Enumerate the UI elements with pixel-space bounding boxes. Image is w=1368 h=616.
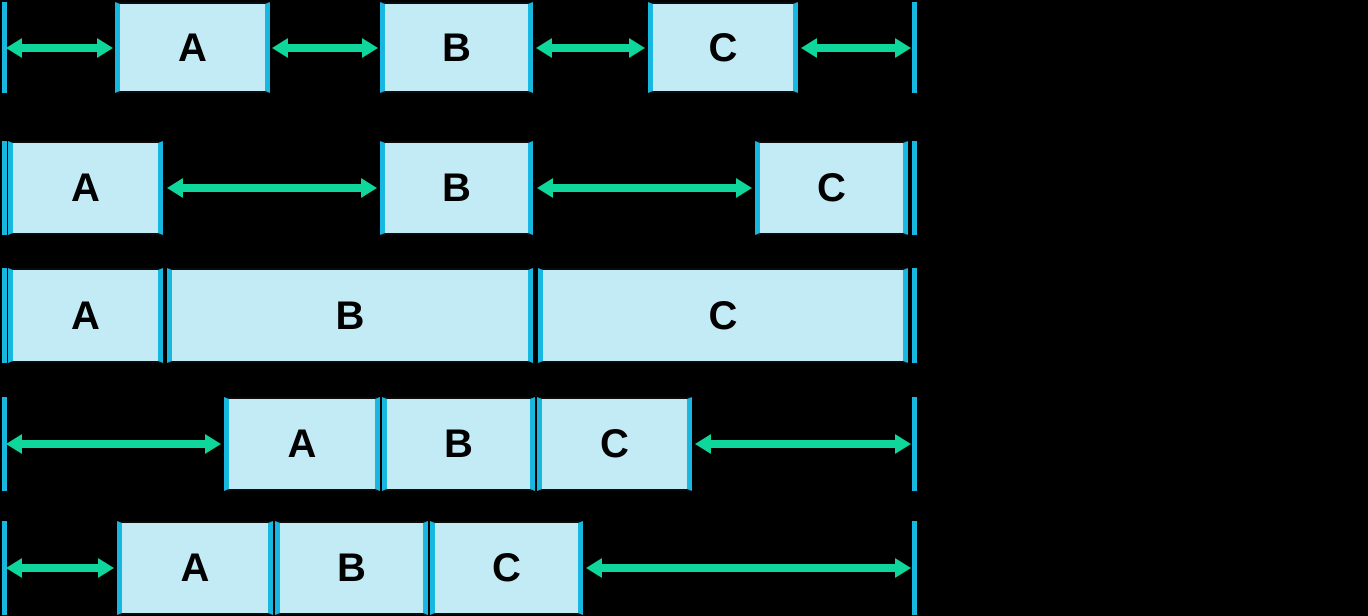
flex-item-label: C <box>708 293 738 338</box>
arrow-head-right-icon <box>895 37 911 58</box>
flex-item-box: B <box>275 521 428 615</box>
arrow-head-right-icon <box>895 558 911 578</box>
gap-arrow <box>6 434 221 454</box>
flex-item-label: B <box>442 166 471 210</box>
gap-arrow <box>536 37 645 58</box>
flex-item-box: A <box>8 268 163 363</box>
container-right-edge-bar <box>912 2 917 93</box>
flex-item-label: B <box>444 422 473 466</box>
arrow-head-right-icon <box>629 37 645 58</box>
flex-item-label: A <box>180 546 210 590</box>
flex-item-box: B <box>380 141 533 235</box>
arrow-head-right-icon <box>362 37 378 58</box>
flex-item-box: B <box>167 268 533 363</box>
flex-item-box: C <box>648 2 798 93</box>
flex-item-box: A <box>8 141 163 235</box>
flex-item-label: C <box>600 422 629 466</box>
arrow-head-left-icon <box>537 178 553 198</box>
flex-row-space-around: A B C <box>0 0 1368 95</box>
gap-arrow <box>537 178 752 198</box>
flex-item-box: C <box>538 268 908 363</box>
arrow-head-right-icon <box>97 37 113 58</box>
flex-row-flex-start: A B C <box>0 521 1368 616</box>
arrow-shaft <box>709 440 897 448</box>
arrow-head-right-icon <box>205 434 221 454</box>
flex-item-label: B <box>335 293 365 338</box>
arrow-shaft <box>20 43 99 52</box>
arrow-head-right-icon <box>361 178 377 198</box>
gap-arrow <box>695 434 911 454</box>
arrow-head-left-icon <box>6 434 22 454</box>
flex-item-box: A <box>115 2 270 93</box>
arrow-head-left-icon <box>536 37 552 58</box>
arrow-head-left-icon <box>586 558 602 578</box>
flex-item-box: C <box>537 397 692 491</box>
gap-arrow <box>6 37 113 58</box>
gap-arrow <box>167 178 377 198</box>
arrow-head-left-icon <box>6 558 22 578</box>
container-left-edge-bar <box>2 397 7 491</box>
arrow-shaft <box>815 43 897 52</box>
arrow-head-left-icon <box>6 37 22 58</box>
container-right-edge-bar <box>912 268 917 363</box>
flex-item-label: A <box>178 25 207 70</box>
flex-item-box: A <box>117 521 273 615</box>
arrow-shaft <box>20 564 100 572</box>
gap-arrow <box>801 37 911 58</box>
arrow-head-left-icon <box>695 434 711 454</box>
flex-item-label: C <box>708 25 738 70</box>
flex-item-box: B <box>380 2 533 93</box>
flex-item-label: C <box>817 166 846 210</box>
arrow-shaft <box>550 43 631 52</box>
container-left-edge-bar <box>2 268 7 363</box>
flex-row-center: A B C <box>0 396 1368 491</box>
arrow-head-left-icon <box>167 178 183 198</box>
container-left-edge-bar <box>2 521 7 615</box>
flex-item-label: A <box>71 166 100 210</box>
flex-row-space-between: A B C <box>0 140 1368 235</box>
flex-row-stretch: A B C <box>0 268 1368 363</box>
flex-item-label: B <box>337 546 366 590</box>
arrow-shaft <box>600 564 897 572</box>
flex-item-box: C <box>755 141 908 235</box>
arrow-head-left-icon <box>272 37 288 58</box>
container-right-edge-bar <box>912 521 917 615</box>
arrow-shaft <box>181 184 363 192</box>
arrow-head-left-icon <box>801 37 817 58</box>
container-left-edge-bar <box>2 141 7 235</box>
container-right-edge-bar <box>912 141 917 235</box>
container-left-edge-bar <box>2 2 7 93</box>
gap-arrow <box>586 558 911 578</box>
flex-item-box: B <box>382 397 535 491</box>
arrow-head-right-icon <box>736 178 752 198</box>
arrow-head-right-icon <box>98 558 114 578</box>
arrow-shaft <box>551 184 738 192</box>
arrow-head-right-icon <box>895 434 911 454</box>
flex-item-label: A <box>287 422 317 466</box>
flex-item-label: A <box>71 293 100 338</box>
container-right-edge-bar <box>912 397 917 491</box>
arrow-shaft <box>286 43 364 52</box>
flex-item-label: C <box>492 546 521 590</box>
flex-item-box: C <box>430 521 583 615</box>
gap-arrow <box>272 37 378 58</box>
flex-item-box: A <box>224 397 380 491</box>
arrow-shaft <box>20 440 207 448</box>
gap-arrow <box>6 558 114 578</box>
flex-item-label: B <box>442 25 471 70</box>
